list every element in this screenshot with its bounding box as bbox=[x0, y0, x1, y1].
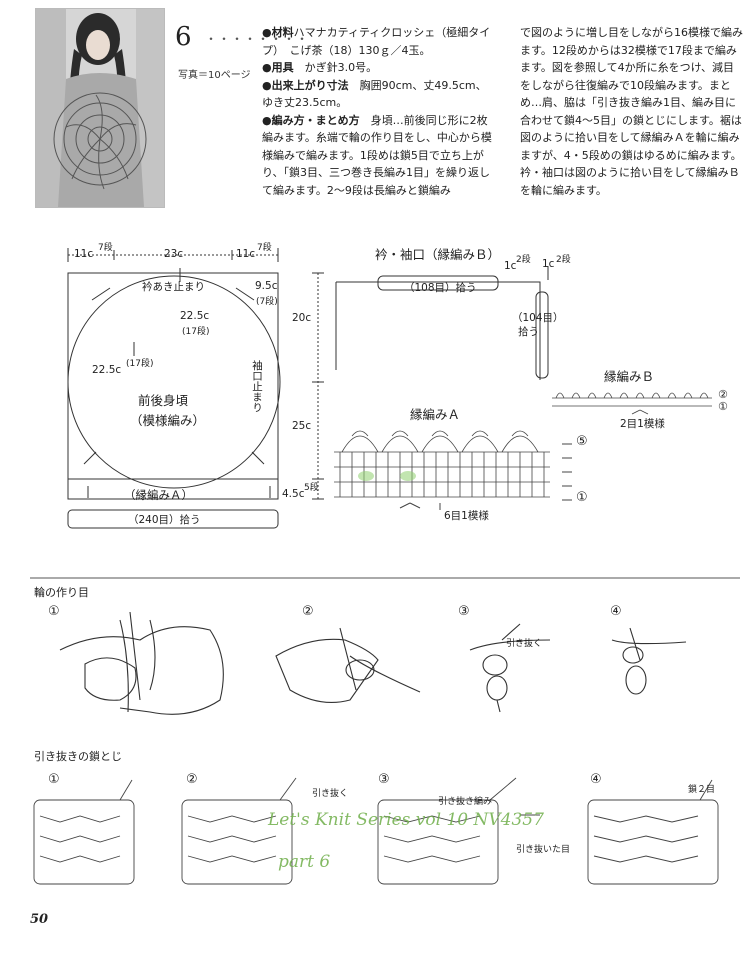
chain-step-2: ② bbox=[186, 772, 198, 787]
dim-top-left-rows: 7段 bbox=[98, 243, 113, 253]
edging-b-title: 縁編みＢ bbox=[604, 369, 655, 384]
chain-section-title: 引き抜きの鎖とじ bbox=[34, 750, 122, 763]
collar-r1: 2段 bbox=[516, 255, 531, 265]
pattern-number: 6 bbox=[175, 22, 192, 52]
dim-left-rows: (17段) bbox=[126, 359, 154, 369]
collar-pickup: （108目）拾う bbox=[404, 282, 477, 294]
body-circle bbox=[67, 275, 281, 489]
watermark-line-1: Let's Knit Series vol 10 NV4357 bbox=[268, 810, 544, 830]
materials-label: ●材料 bbox=[262, 26, 294, 39]
collar-r2: 2段 bbox=[556, 255, 571, 265]
ring-step-1: ① bbox=[48, 604, 60, 619]
ring-step-2: ② bbox=[302, 604, 314, 619]
photo-reference: 写真＝10ページ bbox=[178, 70, 251, 81]
chain-step-4: ④ bbox=[590, 772, 602, 787]
hem-rows: 5段 bbox=[304, 483, 319, 493]
title-dots: ・・・・・・・・ bbox=[205, 32, 310, 46]
materials-text: ハマナカティティクロッシェ（極細タイプ） こげ茶（18）130ｇ／4玉。 bbox=[262, 26, 491, 57]
model-photo bbox=[35, 8, 165, 208]
chain-step-1: ① bbox=[48, 772, 60, 787]
dim-side-top: 20c bbox=[292, 312, 312, 324]
dim-left: 22.5c bbox=[92, 364, 122, 376]
dim-top-right-rows: 7段 bbox=[257, 243, 272, 253]
body-subtitle: （模様編み） bbox=[130, 413, 206, 428]
method-label: ●編み方・まとめ方 bbox=[262, 113, 360, 127]
collar-title: 衿・袖口（縁編みＢ） bbox=[375, 247, 501, 262]
tools-label: ●用具 bbox=[262, 61, 294, 74]
chain-2-label: 鎖２目 bbox=[688, 785, 716, 795]
dim-side-bottom: 25c bbox=[292, 420, 312, 432]
collar-c1: 1c bbox=[504, 260, 517, 272]
sleeve-pickup-a: （104目） bbox=[512, 312, 564, 324]
armhole-label: 袖口止まり bbox=[251, 360, 263, 413]
chain-pull-label: 引き抜く bbox=[312, 789, 349, 799]
chain-pulled-label: 引き抜いた目 bbox=[516, 845, 571, 855]
edging-a-repeat: 6目1模様 bbox=[444, 510, 489, 522]
size-label: ●出来上がり寸法 bbox=[262, 78, 349, 92]
dim-top-mid: 23c bbox=[164, 248, 184, 260]
collar-c2: 1c bbox=[542, 258, 555, 270]
edging-b-row1: ① bbox=[718, 400, 728, 413]
hem-label: （縁編みＡ） bbox=[124, 488, 193, 502]
instructions-column-1: ●材料ハマナカティティクロッシェ（極細タイプ） こげ茶（18）130ｇ／4玉。 … bbox=[262, 24, 497, 199]
edging-b-row2: ② bbox=[718, 388, 728, 401]
ring-pull-label: 引き抜く bbox=[506, 639, 543, 649]
tools-text: かぎ針3.0号。 bbox=[304, 61, 378, 74]
page-number: 50 bbox=[30, 912, 49, 927]
instructions-column-2: で図のように増し目をしながら16模様で編みます。12段めからは32模様で17段ま… bbox=[520, 26, 743, 197]
dim-right-top: 9.5c bbox=[255, 280, 278, 292]
watermark-line-2: part 6 bbox=[278, 852, 331, 872]
dim-center-rows: (17段) bbox=[182, 327, 210, 337]
chain-pull-stitch-label: 引き抜き編み bbox=[438, 797, 493, 807]
hem-measure: 4.5c bbox=[282, 488, 305, 500]
chain-step-3: ③ bbox=[378, 772, 390, 787]
edging-a-chart bbox=[334, 430, 550, 498]
ring-step-3: ③ bbox=[458, 604, 470, 619]
sleeve-pickup-b: 拾う bbox=[518, 326, 539, 338]
neck-opening-label: 衿あき止まり bbox=[142, 281, 205, 293]
body-title: 前後身頃 bbox=[138, 393, 189, 408]
dim-top-right: 11c bbox=[236, 248, 256, 260]
edging-a-title: 縁編みＡ bbox=[410, 407, 461, 422]
size-text: 胸囲90cm、丈49.5cm、ゆき丈23.5cm。 bbox=[262, 78, 487, 110]
edging-a-row1: ① bbox=[576, 490, 588, 505]
dim-right-top-rows: (7段) bbox=[256, 297, 278, 307]
dim-top-left: 11c bbox=[74, 248, 94, 260]
chain-seam-illustrations bbox=[33, 777, 719, 885]
ring-step-4: ④ bbox=[610, 604, 622, 619]
ring-illustrations bbox=[59, 611, 687, 715]
method-text: 身頃…前後同じ形に2枚編みます。糸端で輪の作り目をし、中心から模様編みで編みます… bbox=[262, 113, 492, 197]
dim-center: 22.5c bbox=[180, 310, 210, 322]
edging-b-repeat: 2目1模様 bbox=[620, 418, 665, 430]
edging-b-chart bbox=[552, 392, 712, 415]
edging-a-row5: ⑤ bbox=[576, 434, 588, 449]
hem-pickup: （240目）拾う bbox=[128, 514, 201, 526]
ring-section-title: 輪の作り目 bbox=[34, 586, 89, 599]
